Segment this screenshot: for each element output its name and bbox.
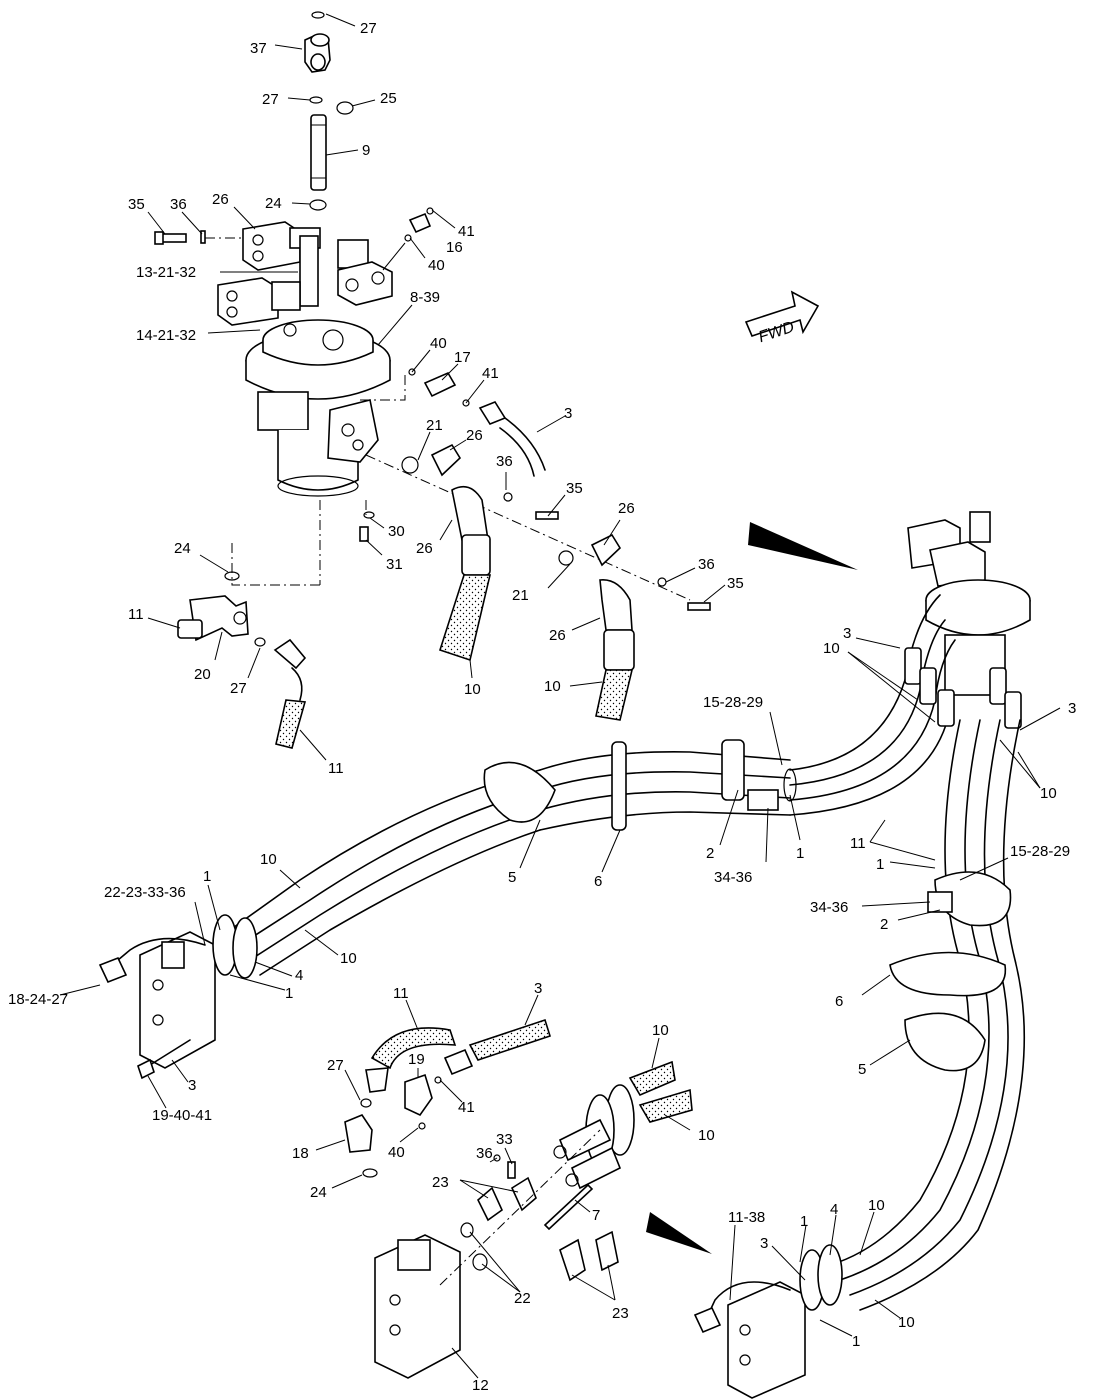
callout: 6 (835, 993, 843, 1010)
callout: 1 (796, 845, 804, 862)
callout: 15-28-29 (1010, 843, 1070, 860)
callout: 11 (850, 835, 866, 852)
callout: 36 (170, 196, 187, 213)
callout: 2 (706, 845, 714, 862)
callout: 6 (594, 873, 602, 890)
callout: 31 (386, 556, 403, 573)
callout: 20 (194, 666, 211, 683)
callout: 13-21-32 (136, 264, 196, 281)
callout: 12 (472, 1377, 489, 1394)
callout: 10 (260, 851, 277, 868)
callout: 24 (310, 1184, 327, 1201)
callout: 18-24-27 (8, 991, 68, 1008)
callout: 24 (265, 195, 282, 212)
callout: 41 (482, 365, 499, 382)
callout: 11-38 (728, 1209, 765, 1226)
callout: 3 (188, 1077, 196, 1094)
callout: 5 (508, 869, 516, 886)
callout: 9 (362, 142, 370, 159)
callout: 40 (430, 335, 447, 352)
callout: 8-39 (410, 289, 440, 306)
callout: 1 (852, 1333, 860, 1350)
callout: 22 (514, 1290, 531, 1307)
callout: 35 (727, 575, 744, 592)
callout: 33 (496, 1131, 513, 1148)
callout: 1 (285, 985, 293, 1002)
callout: 3 (564, 405, 572, 422)
callout: 26 (618, 500, 635, 517)
callout: 27 (230, 680, 247, 697)
callout: 35 (566, 480, 583, 497)
callout: 3 (843, 625, 851, 642)
callout: 23 (432, 1174, 449, 1191)
callout: 34-36 (714, 869, 752, 886)
callout: 11 (328, 760, 344, 777)
callout: 22-23-33-36 (104, 884, 186, 901)
callout: 3 (760, 1235, 768, 1252)
callout: 41 (458, 1099, 475, 1116)
direction-triangle-upper (748, 522, 858, 570)
callout: 4 (830, 1201, 838, 1218)
swivel-joint-exploded-assembly: FWD (154, 11, 858, 1254)
callout: 21 (426, 417, 443, 434)
valve-connection-exploded-assembly (344, 1018, 693, 1379)
callout: 27 (327, 1057, 344, 1074)
callout: 17 (454, 349, 471, 366)
callout: 36 (476, 1145, 493, 1162)
callout: 27 (360, 20, 377, 37)
callout: 40 (388, 1144, 405, 1161)
direction-triangle-lower (646, 1212, 712, 1254)
callout: 10 (698, 1127, 715, 1144)
callout: 19-40-41 (152, 1107, 212, 1124)
callout: 26 (212, 191, 229, 208)
callout: 11 (393, 985, 409, 1002)
callout: 26 (416, 540, 433, 557)
callout: 36 (496, 453, 513, 470)
callout: 37 (250, 40, 267, 57)
callout: 16 (446, 239, 463, 256)
hose-bundle-routing (98, 511, 1031, 1399)
callout: 26 (466, 427, 483, 444)
callout: 40 (428, 257, 445, 274)
callout: 21 (512, 587, 529, 604)
callout: 11 (128, 606, 144, 623)
callout: 7 (592, 1207, 600, 1224)
callout: 10 (652, 1022, 669, 1039)
callout: 14-21-32 (136, 327, 196, 344)
callout: 34-36 (810, 899, 848, 916)
callout: 1 (203, 868, 211, 885)
callout: 30 (388, 523, 405, 540)
callout: 41 (458, 223, 475, 240)
callout: 24 (174, 540, 191, 557)
callout: 15-28-29 (703, 694, 763, 711)
callout: 26 (549, 627, 566, 644)
callout-labels: 27 37 27 25 9 24 35 36 26 41 16 40 13-21… (8, 20, 1076, 1394)
callout: 10 (823, 640, 840, 657)
callout: 10 (1040, 785, 1057, 802)
callout: 35 (128, 196, 145, 213)
callout: 18 (292, 1145, 309, 1162)
callout: 19 (408, 1051, 425, 1068)
leader-lines (59, 13, 1061, 1379)
callout: 3 (1068, 700, 1076, 717)
callout: 27 (262, 91, 279, 108)
callout: 36 (698, 556, 715, 573)
callout: 10 (868, 1197, 885, 1214)
callout: 5 (858, 1061, 866, 1078)
callout: 2 (880, 916, 888, 933)
callout: 23 (612, 1305, 629, 1322)
callout: 10 (898, 1314, 915, 1331)
callout: 1 (876, 856, 884, 873)
callout: 4 (295, 967, 303, 984)
callout: 10 (464, 681, 481, 698)
callout: 10 (544, 678, 561, 695)
callout: 3 (534, 980, 542, 997)
callout: 1 (800, 1213, 808, 1230)
callout: 10 (340, 950, 357, 967)
callout: 25 (380, 90, 397, 107)
